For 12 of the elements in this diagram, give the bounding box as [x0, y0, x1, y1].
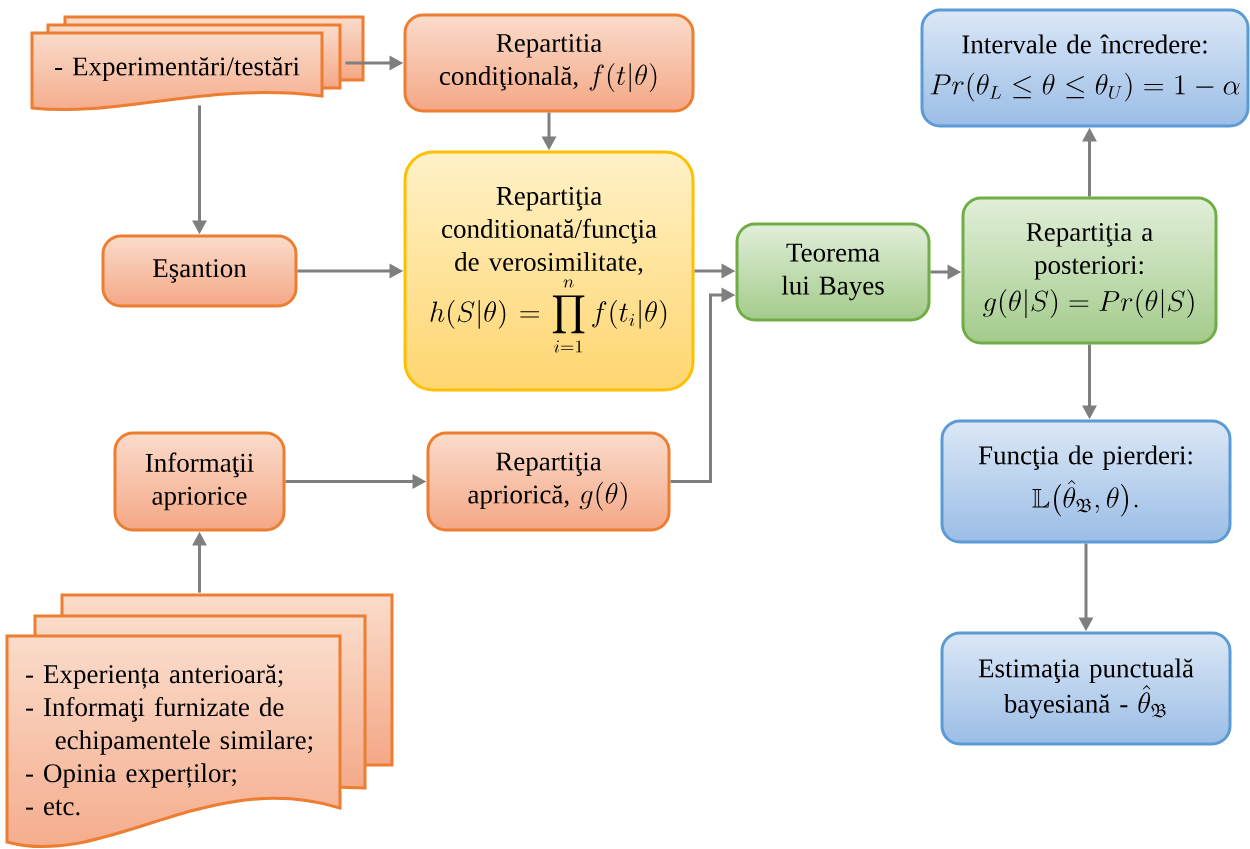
process-box: Repartiţia apriorică, $g(\theta)$: [426, 431, 671, 532]
process-box: Teorema lui Bayes: [735, 222, 931, 322]
process-box: Repartiţia conditionată/funcţia de verosimilitate, $h(S|\theta)=\prod_{i=1}^{n} f(t_i|\theta)$: [403, 150, 695, 392]
process-box: Intervale de încredere: $Pr(\theta_L\le\theta\le\theta_U)=1-\alpha$: [920, 8, 1250, 128]
process-box: Repartiţia a posteriori: $g(\theta|S)=Pr(\theta|S)$: [961, 196, 1218, 345]
document-stack: - Experimentări/testări: [30, 15, 365, 111]
process-box: Funcţia de pierderi: $\mathbb{L}\big(\hat{\theta}_{\mathfrak{B}},\theta\big).$: [940, 419, 1232, 544]
process-box: Repartitia condiţională, $f(t|\theta)$: [403, 13, 695, 113]
process-box: Informaţii apriorice: [113, 431, 286, 532]
process-box: Eşantion: [101, 234, 298, 308]
document-stack: - Experiența anterioară; - Informaţi furnizate de echipamentele similare; - Opinia experților; - etc.: [5, 593, 394, 848]
process-box: Estimaţia punctuală bayesiană - $\hat{\theta}_{\mathfrak{B}}$: [940, 631, 1232, 746]
